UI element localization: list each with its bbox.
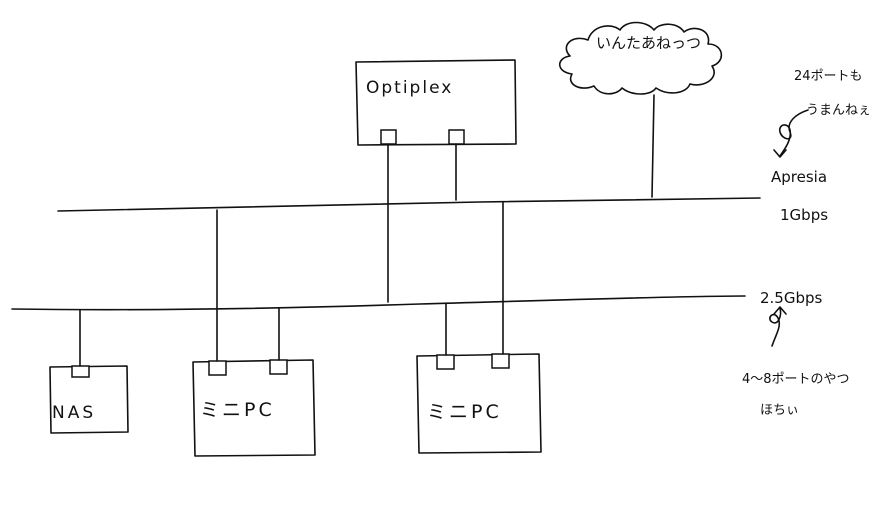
note-24port-arrow (778, 109, 809, 157)
lan-1g-label-top: Apresia (771, 168, 827, 186)
note-small-arrowhead (773, 306, 787, 315)
minipc-2-port-2 (491, 353, 510, 369)
nas-outline (49, 365, 129, 434)
optiplex-port-1 (380, 129, 397, 145)
uplink-internet (651, 94, 655, 198)
minipc-1-box: ミニPC (192, 359, 316, 457)
lan-1g-label-bottom: 1Gbps (780, 206, 828, 224)
internet-label: いんたあねっつ (596, 34, 701, 52)
note-small-line2: ほちぃ (760, 403, 799, 418)
internet-cloud: いんたあねっつ (558, 21, 723, 95)
note-small-arrow (769, 307, 782, 347)
minipc-2-port-1 (436, 354, 455, 370)
optiplex-label: Optiplex (366, 78, 453, 98)
minipc-1-port-1 (208, 360, 227, 376)
lan-1g-line (57, 197, 761, 212)
optiplex-box: Optiplex (355, 59, 517, 146)
cloud-outline (558, 21, 723, 95)
lan-25g-label: 2.5Gbps (760, 289, 823, 307)
minipc-2-label: ミニPC (427, 401, 502, 423)
nas-port (71, 365, 90, 378)
note-small-line1: 4〜8ポートのやつ (742, 372, 850, 387)
minipc-2-box: ミニPC (416, 353, 542, 454)
minipc-1-label: ミニPC (200, 399, 275, 421)
optiplex-port-2 (448, 129, 465, 145)
nas-box: NAS (49, 365, 129, 434)
optiplex-outline (355, 59, 517, 146)
note-24port-arrowhead (773, 149, 787, 158)
minipc-1-port-2 (269, 359, 288, 375)
nas-label: NAS (52, 403, 96, 423)
lan-25g-line (11, 295, 746, 311)
note-24port-line1: 24ポートも (794, 69, 863, 84)
note-24port-line2: うまんねぇ (806, 103, 871, 118)
